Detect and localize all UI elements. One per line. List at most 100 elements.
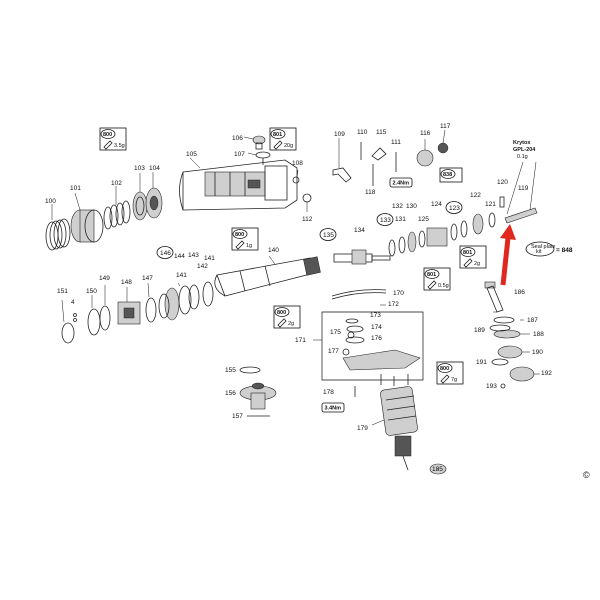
ring-149	[99, 305, 111, 331]
part-callout-143: 143	[188, 252, 199, 259]
part-callout-123: 123	[449, 205, 460, 212]
part-callout-188: 188	[533, 331, 544, 338]
krytox-amount: 0.1g	[517, 154, 528, 160]
part-callout-149: 149	[99, 275, 110, 282]
callout-circle-123	[445, 201, 463, 214]
cylinder-101	[70, 209, 104, 243]
part-callout-124: 124	[431, 201, 442, 208]
grease-amount: 2g	[288, 321, 294, 327]
grease-code: 800	[103, 132, 112, 138]
ring-174	[346, 325, 364, 333]
callout-circle-135	[319, 228, 337, 241]
gear-156	[239, 382, 277, 410]
torque-spec: 3.4Nm	[321, 402, 345, 413]
part-callout-142: 142	[197, 263, 208, 270]
motor-housing-105	[179, 159, 298, 211]
gear-190	[497, 345, 523, 359]
part-callout-177: 177	[328, 348, 339, 355]
ball-4	[73, 313, 77, 317]
part-callout-144: 144	[174, 253, 185, 260]
grease-amount: 3.5g	[114, 143, 125, 149]
bearing-103	[132, 191, 148, 221]
part-callout-132: 132	[392, 203, 403, 210]
part-callout-193: 193	[486, 383, 497, 390]
ring-121	[488, 212, 496, 228]
ring-151	[61, 322, 75, 344]
grease-gun-icon	[103, 140, 113, 150]
part-175	[347, 331, 355, 339]
kit-label-line2: kit	[536, 249, 542, 255]
grease-amount: 1g	[246, 243, 252, 249]
part-callout-107: 107	[234, 151, 245, 158]
grease-code: 800	[277, 310, 286, 316]
part-callout-141: 141	[176, 272, 187, 279]
part-callout-140: 140	[268, 247, 279, 254]
grease-gun-icon	[440, 374, 450, 384]
part-callout-150: 150	[86, 288, 97, 295]
part-callout-122: 122	[470, 192, 481, 199]
part-callout-170: 170	[393, 290, 404, 297]
part-callout-146: 146	[160, 250, 171, 257]
part-callout-108: 108	[292, 160, 303, 167]
part-callout-157: 157	[232, 413, 243, 420]
grease-code: 801	[273, 132, 282, 138]
part-callout-148: 148	[121, 279, 132, 286]
ring-142	[202, 281, 214, 307]
grease-code: 801	[427, 272, 436, 278]
part-callout-120: 120	[497, 179, 508, 186]
part-callout-192: 192	[541, 370, 552, 377]
part-callout-190: 190	[532, 349, 543, 356]
part-callout-191: 191	[476, 359, 487, 366]
part-callout-172: 172	[388, 301, 399, 308]
spring-100	[45, 218, 71, 251]
part-callout-175: 175	[330, 329, 341, 336]
part-callout-189: 189	[474, 327, 485, 334]
nut-117	[437, 142, 449, 154]
ring-189	[489, 324, 511, 332]
krytox-label: Krytox	[513, 140, 531, 146]
part-177	[342, 348, 350, 356]
rotor-179	[380, 386, 418, 471]
part-callout-186: 186	[514, 289, 525, 296]
ring-123	[460, 220, 468, 238]
callout-circle-133	[376, 213, 394, 226]
red-arrow-indicator	[500, 224, 516, 286]
torque-value: 2.4Nm	[393, 181, 410, 187]
part-callout-117: 117	[440, 123, 451, 130]
grease-gun-icon	[277, 318, 287, 328]
part-callout-131: 131	[395, 216, 406, 223]
callout-circle-146	[156, 246, 174, 259]
part-callout-185: 185	[432, 466, 443, 473]
ring-176	[345, 336, 365, 344]
ring-191	[491, 358, 509, 366]
part-callout-176: 176	[371, 335, 382, 342]
torque-value: 3.4Nm	[325, 406, 342, 412]
wing-nut-106	[252, 135, 266, 150]
part-callout-106: 106	[232, 135, 243, 142]
part-callout-112: 112	[302, 216, 313, 223]
spring-102	[103, 200, 131, 230]
barrel-140	[214, 256, 321, 297]
ring-147	[145, 297, 157, 323]
bearing-122	[472, 213, 484, 235]
grease-amount: 20g	[284, 143, 293, 149]
part-callout-4: 4	[71, 299, 75, 306]
fan-116	[416, 149, 434, 167]
ring-141	[188, 284, 200, 310]
ring-124	[450, 223, 458, 241]
ball-193	[500, 383, 506, 389]
grease-gun-icon	[235, 240, 245, 250]
grease-amount: 2g	[474, 261, 480, 267]
grease-code: 801	[463, 250, 472, 256]
ring-173	[345, 318, 359, 324]
ring-150	[87, 308, 101, 336]
part-callout-133: 133	[380, 217, 391, 224]
ring-130	[418, 230, 426, 248]
part-callout-116: 116	[420, 130, 431, 137]
